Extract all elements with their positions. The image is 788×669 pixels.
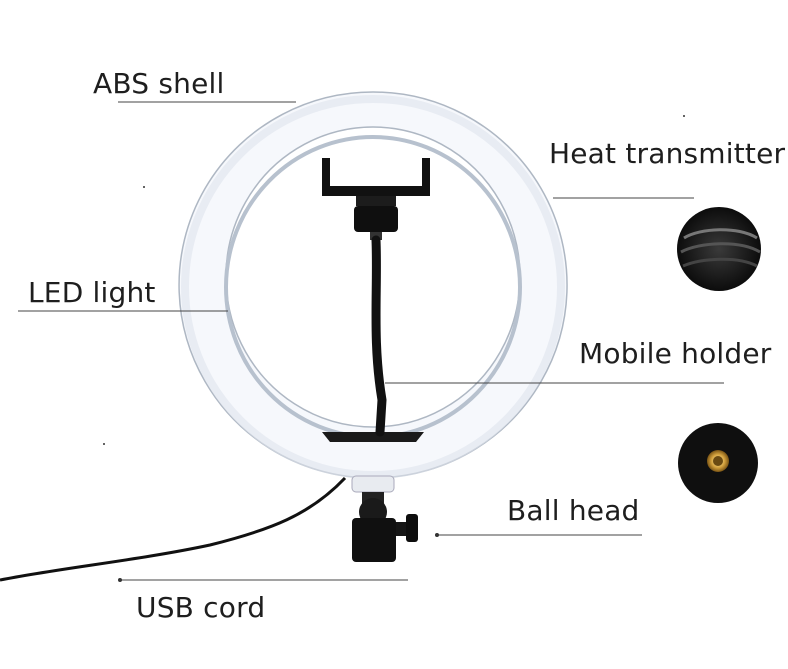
label-ball-head: Ball head bbox=[507, 494, 640, 527]
leader-lines bbox=[18, 101, 724, 581]
gooseneck-arm bbox=[371, 235, 387, 437]
ring-light bbox=[178, 91, 568, 493]
label-led-light: LED light bbox=[28, 276, 156, 309]
heat-transmitter-detail-image bbox=[677, 207, 761, 291]
label-mobile-holder: Mobile holder bbox=[579, 337, 772, 370]
usb-cord-cable bbox=[0, 476, 347, 582]
mobile-holder bbox=[322, 158, 430, 437]
label-heat-transmitter: Heat transmitter bbox=[549, 137, 786, 170]
label-usb-cord: USB cord bbox=[136, 591, 266, 624]
label-abs-shell: ABS shell bbox=[93, 67, 225, 100]
ball-head bbox=[352, 492, 418, 562]
thread-mount-detail-image bbox=[678, 423, 758, 503]
